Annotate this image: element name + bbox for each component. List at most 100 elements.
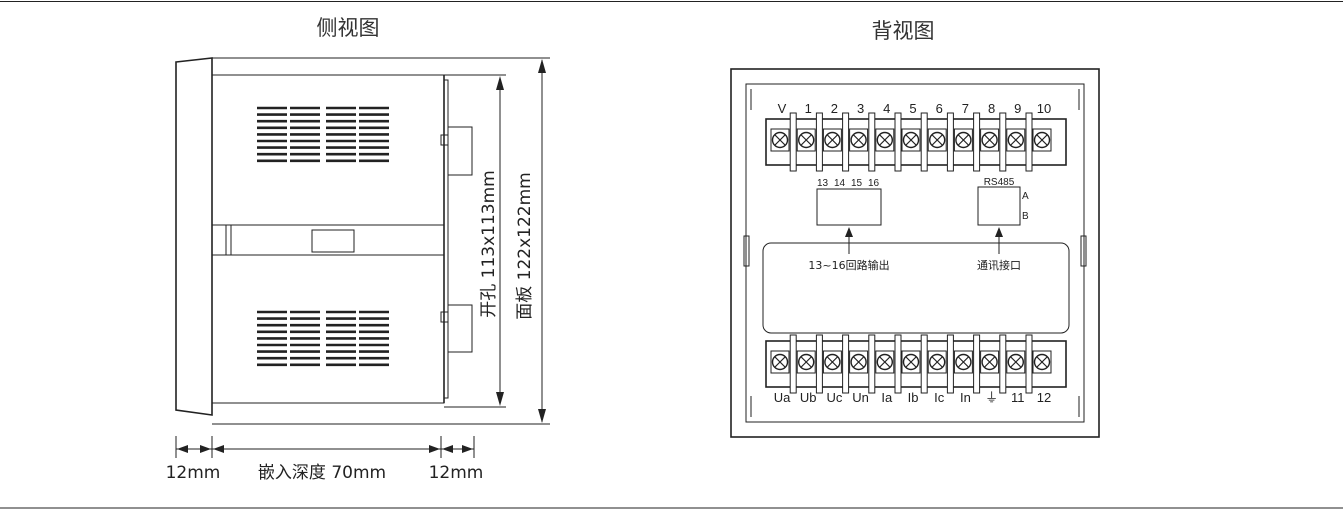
back-window [762, 242, 1070, 334]
terminal-separator [999, 334, 1007, 394]
terminal-cell [875, 128, 895, 152]
bottom-terminal-label: 11 [1011, 390, 1025, 405]
terminal-screw [1033, 131, 1051, 149]
panel-size-label: 面板 122x122mm [515, 172, 535, 319]
side-view-drawing [175, 57, 473, 416]
terminal-screw [824, 131, 841, 149]
bottom-terminal-label: Un [852, 390, 869, 405]
back-view-drawing: 13 14 15 16 13~16回路输出 RS485 A B 通讯接口 [730, 68, 1100, 438]
middle-slot [311, 229, 355, 253]
terminal-cell [1032, 350, 1052, 374]
terminal-separator [868, 334, 876, 394]
terminal-screw [929, 353, 946, 371]
top-terminal-label: 4 [883, 101, 890, 116]
top-terminal-label: 8 [988, 101, 995, 116]
terminal-cell [796, 350, 816, 374]
terminal-screw [955, 353, 972, 371]
terminal-separator [946, 112, 954, 172]
terminal-screw [771, 131, 789, 149]
embed-depth-label: 嵌入深度 70mm [258, 463, 386, 483]
top-terminal-label: 1 [805, 101, 812, 116]
terminal-screw [1033, 353, 1051, 371]
rs485-label: RS485 [984, 177, 1015, 188]
terminal-screw [1007, 353, 1024, 371]
bottom-terminal-label: In [960, 390, 971, 405]
terminal-screw [850, 353, 867, 371]
top-terminal-label: 5 [909, 101, 916, 116]
back-housing-outer [730, 68, 1100, 438]
terminal-separator [815, 112, 823, 172]
terminal-separator [920, 112, 928, 172]
terminal-cell [875, 350, 895, 374]
bottom-terminal-label: Uc [826, 390, 842, 405]
loop-output-box [816, 188, 882, 226]
terminal-separator [868, 112, 876, 172]
terminal-screw [929, 131, 946, 149]
bottom-terminal-label: 12 [1037, 390, 1051, 405]
terminal-screw [876, 131, 893, 149]
loop-output-note: 13~16回路输出 [808, 258, 889, 272]
bottom-terminal-label: ⏚ [985, 390, 998, 405]
terminal-screw [876, 353, 893, 371]
bottom-terminal-label: Ub [800, 390, 817, 405]
terminal-separator [842, 334, 850, 394]
terminal-cell [953, 128, 973, 152]
bottom-terminal-labels: Ua Ub Uc Un Ia Ib Ic In ⏚ 11 12 [774, 390, 1052, 405]
top-terminal-label: V [778, 101, 787, 116]
terminal-cell [980, 128, 1000, 152]
terminal-cell [822, 128, 842, 152]
terminal-separator [789, 112, 797, 172]
terminal-screw [824, 353, 841, 371]
terminal-cell [901, 350, 921, 374]
cutout-dimension: 开孔 113x113mm [444, 74, 506, 408]
terminal-cell [822, 350, 842, 374]
terminal-screw [1007, 131, 1024, 149]
loop-number-16: 16 [868, 178, 880, 189]
terminal-cell [849, 128, 869, 152]
terminal-separator [946, 334, 954, 394]
rs485-pin-b: B [1022, 211, 1029, 222]
bottom-terminal-label: Ib [908, 390, 919, 405]
terminal-cell [1032, 128, 1052, 152]
terminal-separator [894, 334, 902, 394]
terminal-separator [789, 334, 797, 394]
terminal-separator [894, 112, 902, 172]
top-terminal-label: 7 [962, 101, 969, 116]
bottom-terminal-label: Ua [774, 390, 791, 405]
top-terminal-label: 2 [831, 101, 838, 116]
back-view-title: 背视图 [872, 19, 935, 43]
terminal-separator [999, 112, 1007, 172]
depth-dimensions: 12mm 嵌入深度 70mm 12mm [166, 436, 483, 483]
top-terminal-block [765, 112, 1067, 172]
terminal-cell [980, 350, 1000, 374]
bottom-terminal-label: Ia [881, 390, 893, 405]
bottom-terminal-label: Ic [934, 390, 945, 405]
terminal-screw [798, 353, 815, 371]
terminal-separator [973, 112, 981, 172]
terminal-cell [927, 128, 947, 152]
housing-upper [211, 74, 445, 226]
top-terminal-label: 9 [1014, 101, 1021, 116]
terminal-screw [981, 353, 998, 371]
terminal-separator [920, 334, 928, 394]
side-view-title: 侧视图 [317, 16, 380, 40]
terminal-separator [1025, 334, 1033, 394]
top-terminal-label: 10 [1037, 101, 1051, 116]
terminal-cell [770, 350, 790, 374]
terminal-screw [902, 131, 920, 149]
top-terminal-label: 6 [936, 101, 943, 116]
terminal-cell [901, 128, 921, 152]
comm-port-note: 通讯接口 [977, 259, 1021, 272]
terminal-cell [953, 350, 973, 374]
terminal-screw [902, 353, 920, 371]
terminal-cell [770, 128, 790, 152]
loop-number-15: 15 [851, 178, 863, 189]
front-panel [175, 57, 213, 416]
terminal-cell [849, 350, 869, 374]
terminal-separator [973, 334, 981, 394]
loop-number-13: 13 [817, 178, 829, 189]
terminal-cell [1006, 128, 1026, 152]
terminal-cell [1006, 350, 1026, 374]
terminal-separator [1025, 112, 1033, 172]
